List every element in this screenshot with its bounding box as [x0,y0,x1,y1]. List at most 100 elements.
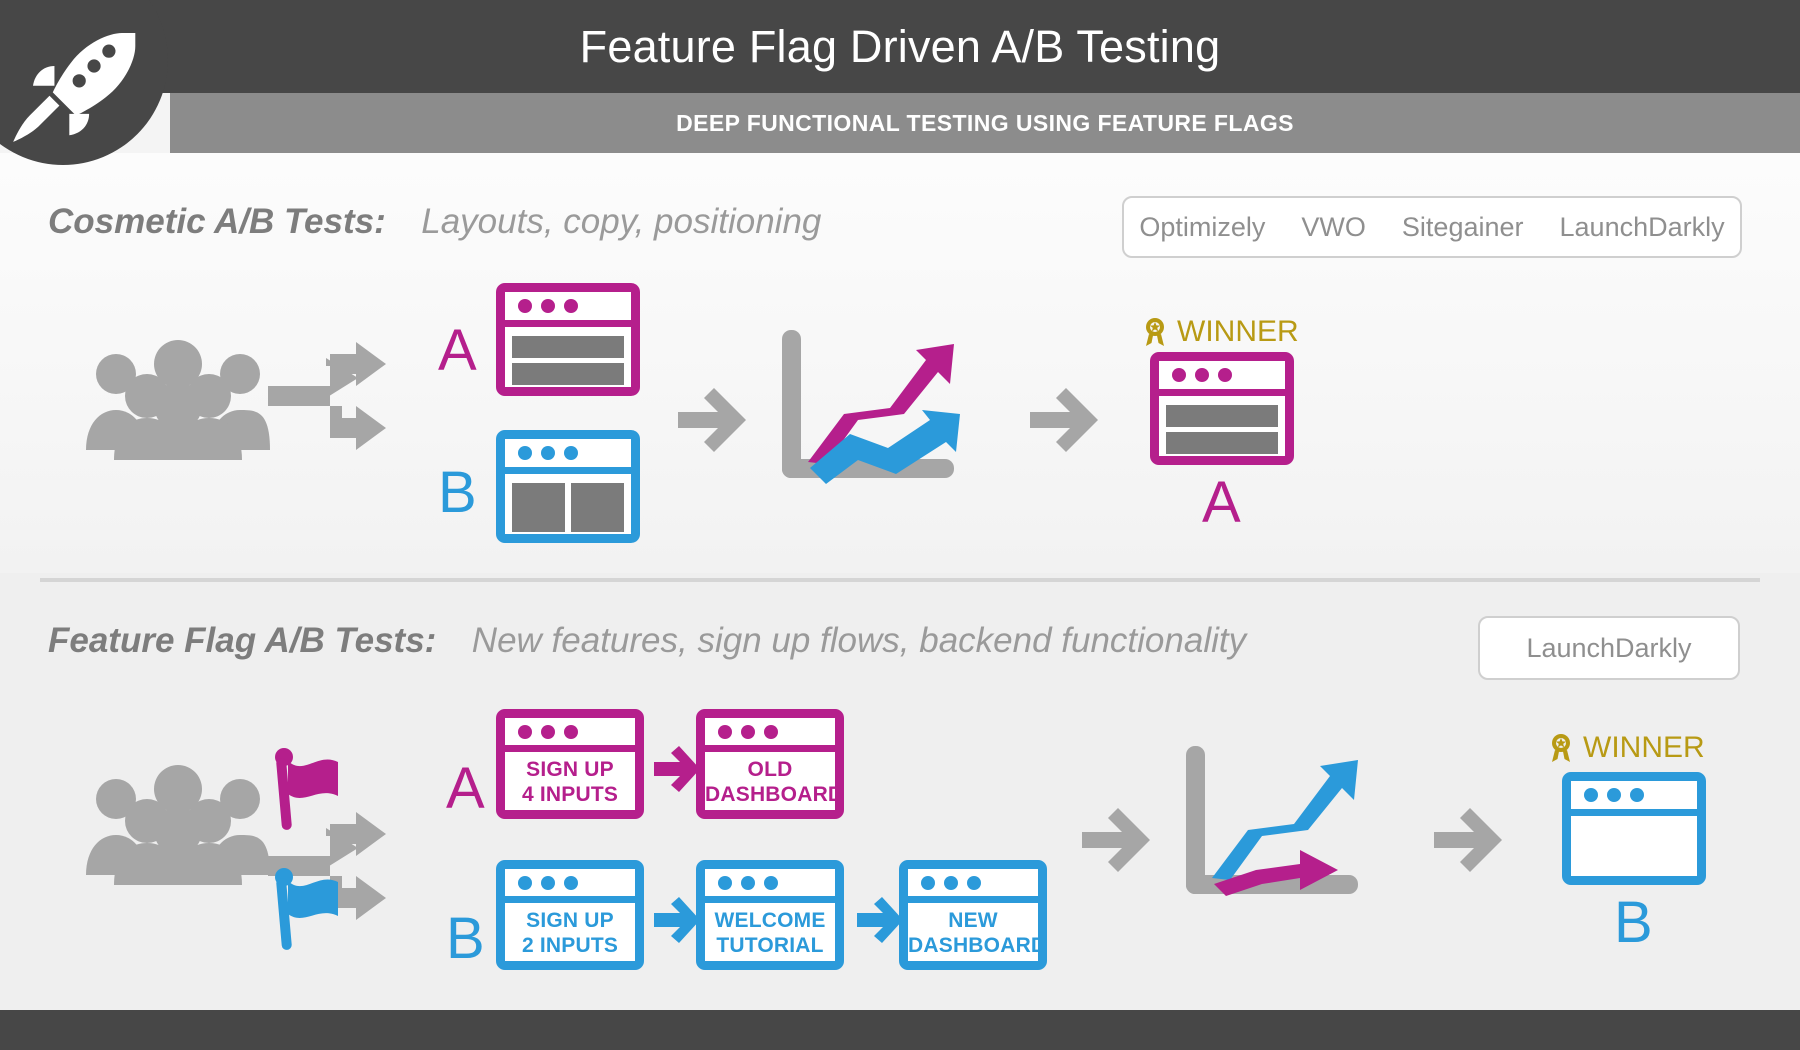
content-bar [1166,405,1278,427]
window-divider [705,896,835,903]
flow-step-line1: SIGN UP [526,758,614,781]
arrow-right-icon [1082,808,1150,872]
window-titlebar [505,718,635,745]
window-dot-icon [1584,788,1598,802]
winner-window-cosmetic[interactable] [1150,352,1294,465]
window-dot-icon [967,875,981,890]
variant-letter-b-cosmetic: B [438,460,477,525]
flow-step-line1: OLD [747,758,793,781]
content-block [512,483,565,532]
arrow-right-icon [1434,808,1502,872]
variant-window-a-cosmetic[interactable] [496,283,640,396]
flow-step-line2: 4 INPUTS [521,782,619,806]
window-titlebar [705,869,835,896]
window-titlebar [505,292,631,320]
window-dot-icon [518,875,532,890]
window-dot-icon [541,875,555,890]
flow-step-line1: SIGN UP [526,909,614,932]
flow-step-b3[interactable]: NEW DASHBOARD [899,860,1047,970]
flow-step-b1[interactable]: SIGN UP 2 INPUTS [496,860,644,970]
window-dot-icon [764,875,778,890]
chart-feature-flag [1186,746,1358,896]
window-titlebar [908,869,1038,896]
flow-step-a2[interactable]: OLD DASHBOARD [696,709,844,819]
rosette-ribbon-icon [1146,318,1164,346]
flow-step-line1: WELCOME [714,909,826,932]
window-dot-icon [944,875,958,890]
flow-step-line2: DASHBOARD [908,933,1047,957]
variant-letter-b-feature-flag: B [446,906,485,971]
vendor-box-feature-flag[interactable]: LaunchDarkly [1478,616,1740,680]
flow-step-label: NEW DASHBOARD [908,909,1047,959]
flag-icon-blue [275,868,338,950]
window-dot-icon [718,724,732,739]
window-divider [1159,389,1285,396]
winner-label-feature-flag: WINNER [1548,731,1705,765]
flag-icon-magenta [275,748,338,830]
rosette-ribbon-icon [1552,734,1570,762]
window-titlebar [705,718,835,745]
winner-window-feature-flag[interactable] [1562,772,1706,885]
flow-step-label: SIGN UP 4 INPUTS [505,758,635,808]
arrow-right-icon [654,746,700,792]
vendor-optimizely[interactable]: Optimizely [1139,211,1266,242]
content-block [571,483,624,532]
variant-letter-a-cosmetic: A [438,318,477,383]
window-dot-icon [564,724,578,739]
window-titlebar [1159,361,1285,389]
vendor-vwo[interactable]: VWO [1301,211,1366,242]
window-dot-icon [541,724,555,739]
split-arrow-icon [268,342,386,450]
flow-step-a1[interactable]: SIGN UP 4 INPUTS [496,709,644,819]
window-dot-icon [564,875,578,890]
window-dot-icon [564,446,578,460]
window-dot-icon [518,446,532,460]
vendor-box-cosmetic[interactable]: Optimizely VWO Sitegainer LaunchDarkly [1122,196,1742,258]
window-dot-icon [1630,788,1644,802]
variant-window-b-cosmetic[interactable] [496,430,640,543]
chart-series-a [808,344,954,464]
flow-step-label: SIGN UP 2 INPUTS [505,909,635,959]
window-titlebar [1571,781,1697,809]
vendor-launchdarkly[interactable]: LaunchDarkly [1559,211,1725,242]
flow-step-line2: TUTORIAL [716,933,824,957]
section-heading-light: Layouts, copy, positioning [421,202,822,241]
vendor-launchdarkly[interactable]: LaunchDarkly [1526,632,1692,663]
flow-step-line1: NEW [948,909,998,932]
header-bar: Feature Flag Driven A/B Testing [0,0,1800,93]
window-divider [505,745,635,752]
chart-series-b [810,410,960,484]
vendor-sitegainer[interactable]: Sitegainer [1401,211,1524,242]
arrow-right-icon [654,897,700,943]
window-divider [505,467,631,474]
window-titlebar [505,439,631,467]
window-dot-icon [518,299,532,313]
window-divider [1571,809,1697,816]
window-dot-icon [1607,788,1621,802]
section-divider [40,578,1760,582]
subtitle-bar: DEEP FUNCTIONAL TESTING USING FEATURE FL… [170,93,1800,153]
content-bar [512,363,624,385]
window-dot-icon [921,875,935,890]
flow-step-b2[interactable]: WELCOME TUTORIAL [696,860,844,970]
section-heading-feature-flag: Feature Flag A/B Tests: New features, si… [48,621,1246,661]
section-heading-cosmetic: Cosmetic A/B Tests: Layouts, copy, posit… [48,202,821,242]
winner-label-cosmetic: WINNER [1142,315,1299,349]
variant-letter-a-feature-flag: A [446,756,485,821]
winner-badge-text: WINNER [1583,731,1705,764]
chart-series-b [1212,760,1358,880]
arrow-right-icon [1030,388,1098,452]
flow-step-line2: DASHBOARD [705,782,844,806]
window-dot-icon [741,875,755,890]
window-dot-icon [541,299,555,313]
arrow-right-icon [678,388,746,452]
split-arrow-icon [268,812,386,920]
content-bar [512,336,624,358]
winner-letter-cosmetic: A [1202,470,1241,535]
flow-step-line2: 2 INPUTS [521,933,619,957]
winner-letter-feature-flag: B [1614,890,1653,955]
window-divider [908,896,1038,903]
window-dot-icon [718,875,732,890]
window-dot-icon [564,299,578,313]
